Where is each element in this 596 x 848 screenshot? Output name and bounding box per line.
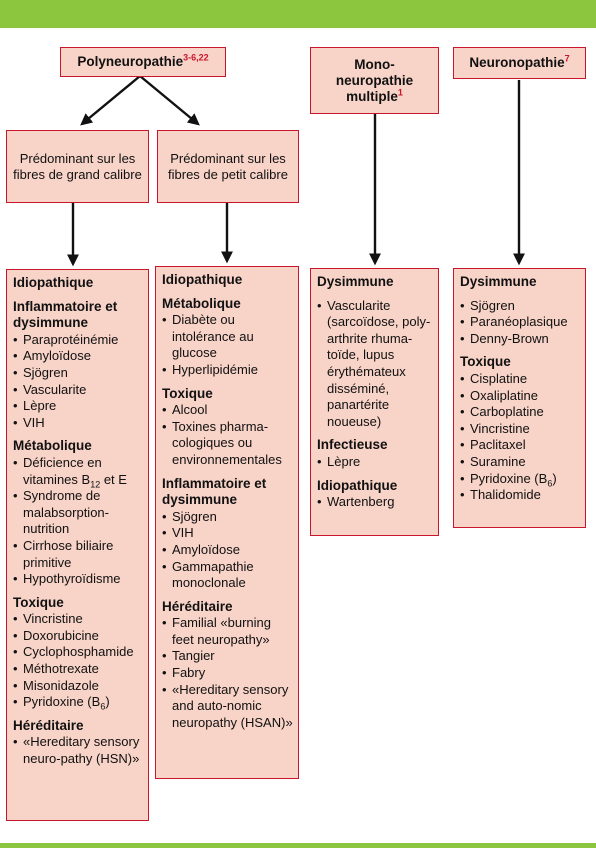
list-item: Familial «burning feet neuropathy» [162, 615, 294, 648]
list-item: Amyloïdose [13, 348, 144, 365]
list-item: Misonidazole [13, 678, 144, 695]
list-item: Hyperlipidémie [162, 362, 294, 379]
list-item: Vascularite [13, 382, 144, 399]
poly-ref: 3-6,22 [183, 52, 209, 63]
node-small-fibres: Prédominant sur les fibres de petit cali… [157, 130, 299, 203]
text-main: Pyridoxine (B [470, 470, 548, 486]
section-title: Inflammatoire et dysimmune [13, 298, 118, 331]
list-item: Amyloïdose [162, 542, 294, 559]
list-item: Cirrhose biliaire primitive [13, 538, 144, 571]
list-item: Gammapathie monoclonale [162, 559, 294, 592]
list-item: Alcool [162, 402, 294, 419]
list-item: Thalidomide [460, 487, 581, 504]
node-large-fibres: Prédominant sur les fibres de grand cali… [6, 130, 149, 203]
section-title: Idiopathique [13, 275, 94, 290]
list-item: Pyridoxine (B6) [13, 694, 144, 711]
list-item: Carboplatine [460, 404, 581, 421]
text-tail: ) [105, 694, 110, 710]
section-title: Toxique [460, 354, 511, 370]
subscript: 12 [90, 479, 101, 490]
list-item: Syndrome de malabsorption-nutrition [13, 488, 144, 538]
list-item: Sjögren [162, 509, 294, 526]
list-item: Paraprotéinémie [13, 332, 144, 349]
section-title: Métabolique [162, 295, 241, 311]
list-item: Vincristine [460, 421, 581, 438]
section-title: Toxique [162, 385, 213, 401]
list-item: Vascularite (sarcoïdose, poly-arthrite r… [317, 298, 434, 431]
list-item: Wartenberg [317, 494, 434, 511]
node-polyneuropathie: Polyneuropathie3-6,22 [60, 47, 226, 77]
list-item: Méthotrexate [13, 661, 144, 678]
node-neuronopathie-label: Neuronopathie [469, 55, 565, 70]
text-main: Déficience en vitamines B [23, 454, 102, 487]
list-item: Paranéoplasique [460, 314, 581, 331]
section-title: Infectieuse [317, 437, 388, 453]
text-tail: et E [100, 471, 127, 487]
list-small-fibres: Idiopathique Métabolique Diabète ou into… [155, 266, 299, 779]
list-item: Diabète ou intolérance au glucose [162, 312, 294, 362]
section-title: Inflammatoire et dysimmune [162, 475, 267, 508]
list-item: Doxorubicine [13, 628, 144, 645]
node-small-fibres-label: Prédominant sur les fibres de petit cali… [168, 150, 288, 182]
list-neuronopathie: Dysimmune Sjögren Paranéoplasique Denny-… [453, 268, 586, 528]
list-item: Déficience en vitamines B12 et E [13, 454, 144, 490]
node-neuronopathie: Neuronopathie7 [453, 47, 586, 79]
list-item: Fabry [162, 665, 294, 682]
list-item: Vincristine [13, 611, 144, 628]
text-tail: ) [552, 470, 557, 486]
list-item: Sjögren [460, 298, 581, 315]
list-mononeuropathie: Dysimmune Vascularite (sarcoïdose, poly-… [310, 268, 439, 536]
list-item: Hypothyroïdisme [13, 571, 144, 588]
section-title: Héréditaire [162, 598, 233, 614]
section-title: Idiopathique [162, 272, 243, 287]
list-item: Tangier [162, 648, 294, 665]
section-title: Idiopathique [317, 477, 398, 493]
list-item: Oxaliplatine [460, 388, 581, 405]
list-item: Paclitaxel [460, 437, 581, 454]
node-mononeuropathie: Mono-neuropathie multiple1 [310, 47, 439, 114]
list-item: Suramine [460, 454, 581, 471]
list-item: «Hereditary sensory neuro-pathy (HSN)» [13, 734, 144, 767]
list-item: Toxines pharma-cologiques ou environneme… [162, 419, 294, 469]
bottom-green-bar [0, 843, 596, 848]
section-title: Dysimmune [460, 274, 537, 289]
list-item: Denny-Brown [460, 331, 581, 348]
mono-ref: 1 [397, 87, 403, 97]
node-mononeuropathie-label: Mono-neuropathie multiple [335, 56, 414, 104]
arrow-poly-to-small [139, 75, 200, 126]
arrow-poly-to-large [80, 75, 141, 126]
list-item: VIH [13, 415, 144, 432]
list-item: Lèpre [317, 454, 434, 471]
list-item: «Hereditary sensory and auto-nomic neuro… [162, 682, 294, 732]
text-main: Pyridoxine (B [23, 694, 101, 710]
node-large-fibres-label: Prédominant sur les fibres de grand cali… [13, 150, 142, 182]
subscript: 6 [547, 478, 553, 489]
section-title: Métabolique [13, 438, 92, 454]
neuro-ref: 7 [564, 53, 570, 64]
node-polyneuropathie-label: Polyneuropathie [77, 54, 184, 69]
section-title: Dysimmune [317, 274, 394, 289]
list-item: Sjögren [13, 365, 144, 382]
list-item: Cyclophosphamide [13, 644, 144, 661]
list-item: Lèpre [13, 398, 144, 415]
section-title: Héréditaire [13, 717, 84, 733]
list-item: VIH [162, 525, 294, 542]
list-large-fibres: Idiopathique Inflammatoire et dysimmune … [6, 269, 149, 821]
section-title: Toxique [13, 594, 64, 610]
list-item: Cisplatine [460, 371, 581, 388]
subscript: 6 [100, 701, 106, 712]
top-green-bar [0, 0, 596, 28]
list-item: Pyridoxine (B6) [460, 471, 581, 488]
